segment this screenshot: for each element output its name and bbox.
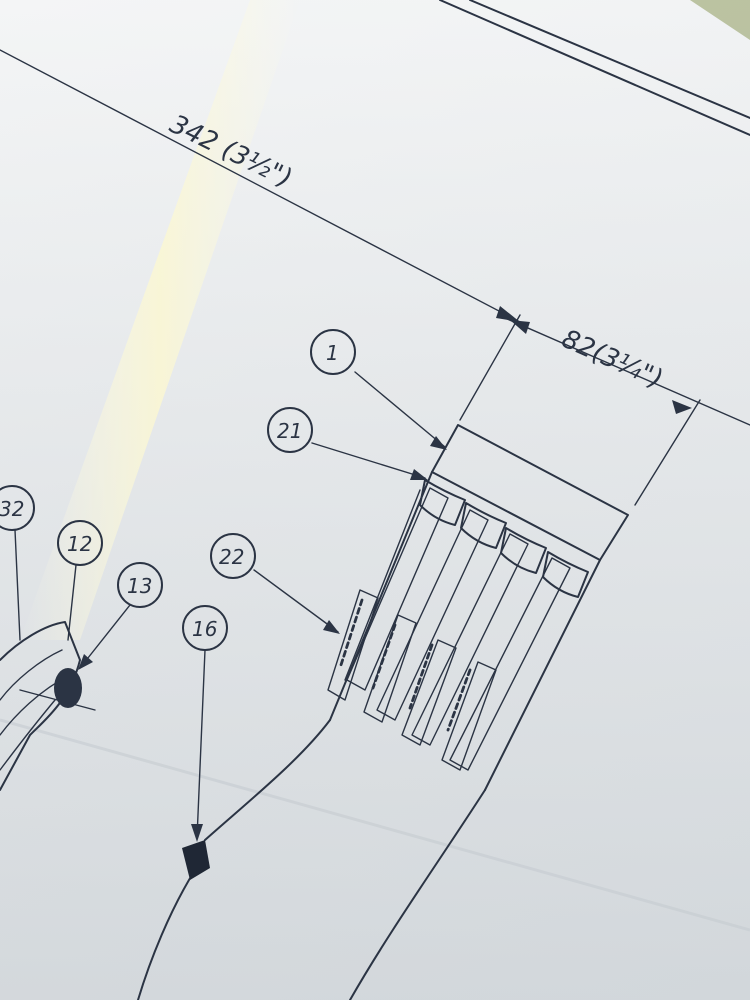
lever-assembly — [327, 479, 589, 771]
lever-shaft-3 — [411, 533, 529, 746]
lever-head-2 — [460, 502, 507, 549]
border-line-outer — [439, 0, 750, 136]
dimension-line-block — [504, 317, 750, 426]
balloon-32: 32 — [0, 485, 35, 641]
spring-4 — [446, 668, 472, 732]
bracket-2 — [363, 614, 417, 723]
svg-text:21: 21 — [277, 419, 302, 443]
extension-line-left — [459, 314, 521, 421]
svg-text:12: 12 — [67, 532, 92, 556]
paper-corner — [690, 0, 750, 40]
balloon-22: 22 — [210, 533, 340, 634]
paper-fold-highlight — [20, 0, 300, 640]
balloon-21: 21 — [267, 407, 428, 480]
border-line-inner — [469, 0, 750, 119]
left-component-outline — [0, 621, 81, 791]
component-body-right — [484, 559, 601, 791]
bracket-3 — [401, 639, 457, 746]
spring-1 — [338, 598, 364, 670]
lever-shaft-1 — [346, 487, 449, 691]
bracket-4 — [441, 661, 497, 771]
svg-text:22: 22 — [219, 545, 244, 569]
svg-text:1: 1 — [326, 341, 339, 365]
clamp-marker — [182, 840, 210, 880]
left-component-knob — [54, 668, 82, 708]
spring-3 — [408, 643, 434, 710]
balloon-12: 12 — [57, 520, 103, 641]
lever-shaft-2 — [376, 509, 489, 721]
left-component-centerline — [19, 689, 96, 711]
dimension-arrow-block-right — [672, 400, 692, 414]
left-component — [0, 621, 96, 791]
paper-crease — [0, 718, 750, 932]
dimension-line-overall — [0, 49, 521, 323]
balloon-16: 16 — [182, 605, 228, 842]
lever-head-4 — [542, 551, 589, 598]
lever-head-3 — [500, 527, 547, 574]
bracket-1 — [327, 589, 379, 701]
body-curve-bottom — [137, 869, 196, 1000]
extension-line-right — [634, 399, 701, 506]
dimension-arrow-overall — [496, 306, 520, 322]
component-body-inner-left — [344, 489, 421, 681]
balloon-13: 13 — [78, 562, 163, 670]
svg-text:32: 32 — [0, 497, 24, 521]
body-curve-right — [349, 789, 486, 1000]
svg-text:13: 13 — [127, 574, 152, 598]
left-component-inner-1 — [0, 649, 63, 701]
left-component-inner-3 — [0, 699, 56, 771]
lever-head-1 — [419, 479, 466, 526]
balloon-1: 1 — [310, 329, 447, 450]
body-curve-left — [204, 719, 331, 841]
svg-text:16: 16 — [192, 617, 217, 641]
lever-shaft-4 — [449, 557, 571, 771]
